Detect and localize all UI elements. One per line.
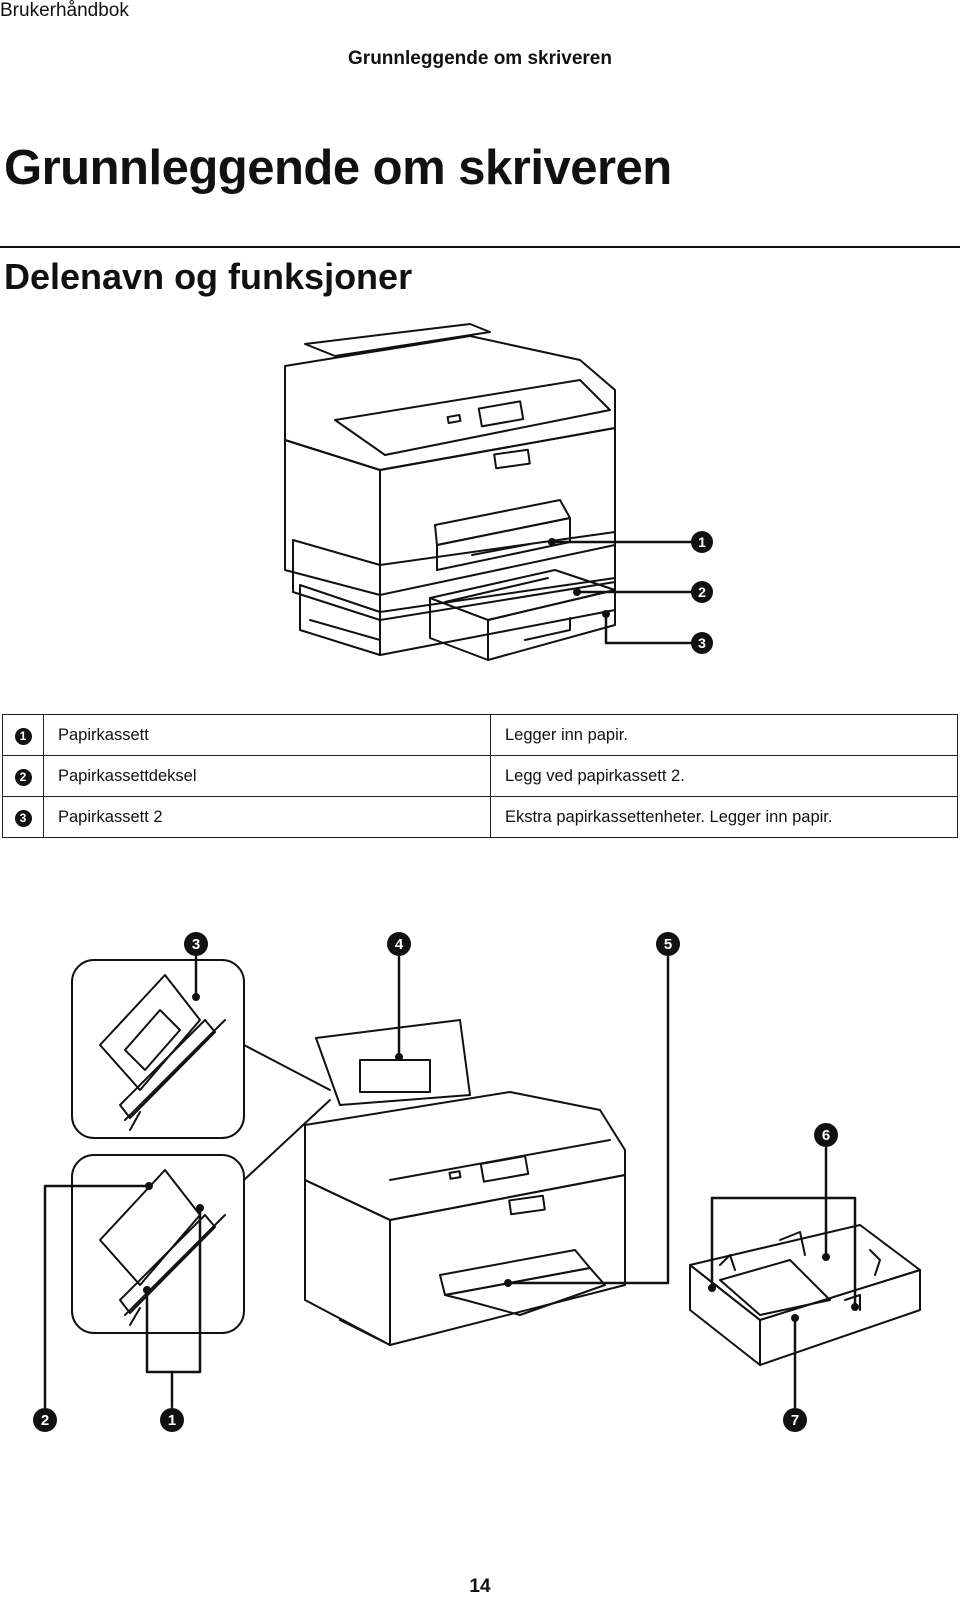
svg-text:5: 5 bbox=[664, 936, 672, 953]
svg-text:1: 1 bbox=[698, 534, 706, 550]
callout-1: 1 bbox=[691, 531, 713, 553]
printer-parts-illustration: 3 4 5 6 2 1 7 bbox=[33, 932, 921, 1432]
callout-6: 6 bbox=[814, 1123, 838, 1147]
subheading: Delenavn og funksjoner bbox=[4, 256, 413, 297]
table-row: 1 Papirkassett Legger inn papir. bbox=[2, 714, 958, 756]
page-title: Grunnleggende om skriveren bbox=[4, 141, 672, 195]
title-rule bbox=[0, 246, 960, 248]
callout-1: 1 bbox=[160, 1408, 184, 1432]
parts-table: 1 Papirkassett Legger inn papir. 2 Papir… bbox=[2, 714, 958, 838]
table-row: 2 Papirkassettdeksel Legg ved papirkasse… bbox=[2, 755, 958, 797]
section-header: Grunnleggende om skriveren bbox=[348, 48, 612, 69]
part-name: Papirkassettdeksel bbox=[43, 755, 491, 797]
svg-text:2: 2 bbox=[698, 584, 706, 600]
row-number-badge: 2 bbox=[14, 768, 32, 786]
svg-text:3: 3 bbox=[698, 635, 706, 651]
part-name: Papirkassett 2 bbox=[43, 796, 491, 838]
svg-text:3: 3 bbox=[192, 936, 200, 953]
svg-text:6: 6 bbox=[822, 1127, 830, 1144]
svg-text:1: 1 bbox=[168, 1412, 176, 1429]
running-head: Brukerhåndbok bbox=[0, 0, 129, 21]
part-description: Legger inn papir. bbox=[490, 714, 958, 756]
row-number-badge: 1 bbox=[14, 727, 32, 745]
table-row: 3 Papirkassett 2 Ekstra papirkassettenhe… bbox=[2, 796, 958, 838]
callout-5: 5 bbox=[656, 932, 680, 956]
callout-7: 7 bbox=[783, 1408, 807, 1432]
callout-3: 3 bbox=[691, 632, 713, 654]
row-number-badge: 3 bbox=[14, 809, 32, 827]
printer-with-cassette-illustration: 1 2 3 bbox=[284, 323, 713, 661]
part-description: Legg ved papirkassett 2. bbox=[490, 755, 958, 797]
callout-2: 2 bbox=[691, 581, 713, 603]
callout-3: 3 bbox=[184, 932, 208, 956]
svg-text:7: 7 bbox=[791, 1412, 799, 1429]
callout-4: 4 bbox=[387, 932, 411, 956]
part-description: Ekstra papirkassettenheter. Legger inn p… bbox=[490, 796, 958, 838]
callout-2: 2 bbox=[33, 1408, 57, 1432]
svg-text:4: 4 bbox=[395, 936, 404, 953]
page-number: 14 bbox=[469, 1576, 491, 1597]
part-name: Papirkassett bbox=[43, 714, 491, 756]
svg-text:2: 2 bbox=[41, 1412, 49, 1429]
